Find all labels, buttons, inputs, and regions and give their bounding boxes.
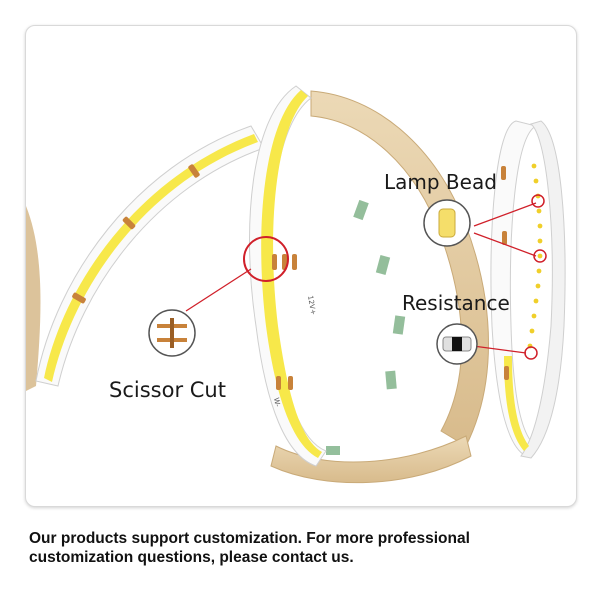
callout-lines bbox=[185, 202, 537, 354]
backing-tape-left bbox=[26, 206, 41, 391]
led-strip-right-back bbox=[520, 120, 566, 459]
backing-tape-low bbox=[270, 435, 472, 484]
copper-pads-middle bbox=[272, 254, 297, 390]
lamp-bead-icon bbox=[423, 199, 471, 247]
scissor-cut-icon bbox=[148, 309, 196, 357]
copper-pads-right bbox=[501, 166, 509, 380]
lamp-bead-label: Lamp Bead bbox=[384, 170, 497, 194]
copper-pads-left bbox=[72, 164, 200, 304]
lamp-bead-highlight-top bbox=[531, 194, 545, 208]
led-strip-left-glow bbox=[44, 134, 258, 382]
led-strip-left-segment bbox=[35, 125, 265, 387]
scissor-cut-highlight bbox=[243, 236, 289, 282]
customization-caption: Our products support customization. For … bbox=[29, 530, 470, 566]
resistance-label: Resistance bbox=[402, 291, 510, 315]
lamp-bead-highlight-bottom bbox=[533, 249, 547, 263]
strip-print-ground: W- bbox=[272, 397, 282, 408]
strip-print-voltage: 12V+ bbox=[306, 295, 317, 316]
resistance-icon bbox=[436, 323, 478, 365]
backing-tape-back bbox=[310, 90, 489, 447]
led-strip-right-glow bbox=[504, 356, 529, 451]
tape-print-marks bbox=[326, 199, 406, 455]
lamp-bead-dots bbox=[527, 163, 543, 349]
resistance-highlight bbox=[524, 346, 538, 360]
scissor-cut-label: Scissor Cut bbox=[109, 378, 226, 402]
led-strip-middle-glow bbox=[261, 90, 322, 458]
led-strip-illustration: 12V+ W- bbox=[26, 85, 566, 484]
product-photo: 12V+ W- Scissor C bbox=[25, 25, 577, 507]
